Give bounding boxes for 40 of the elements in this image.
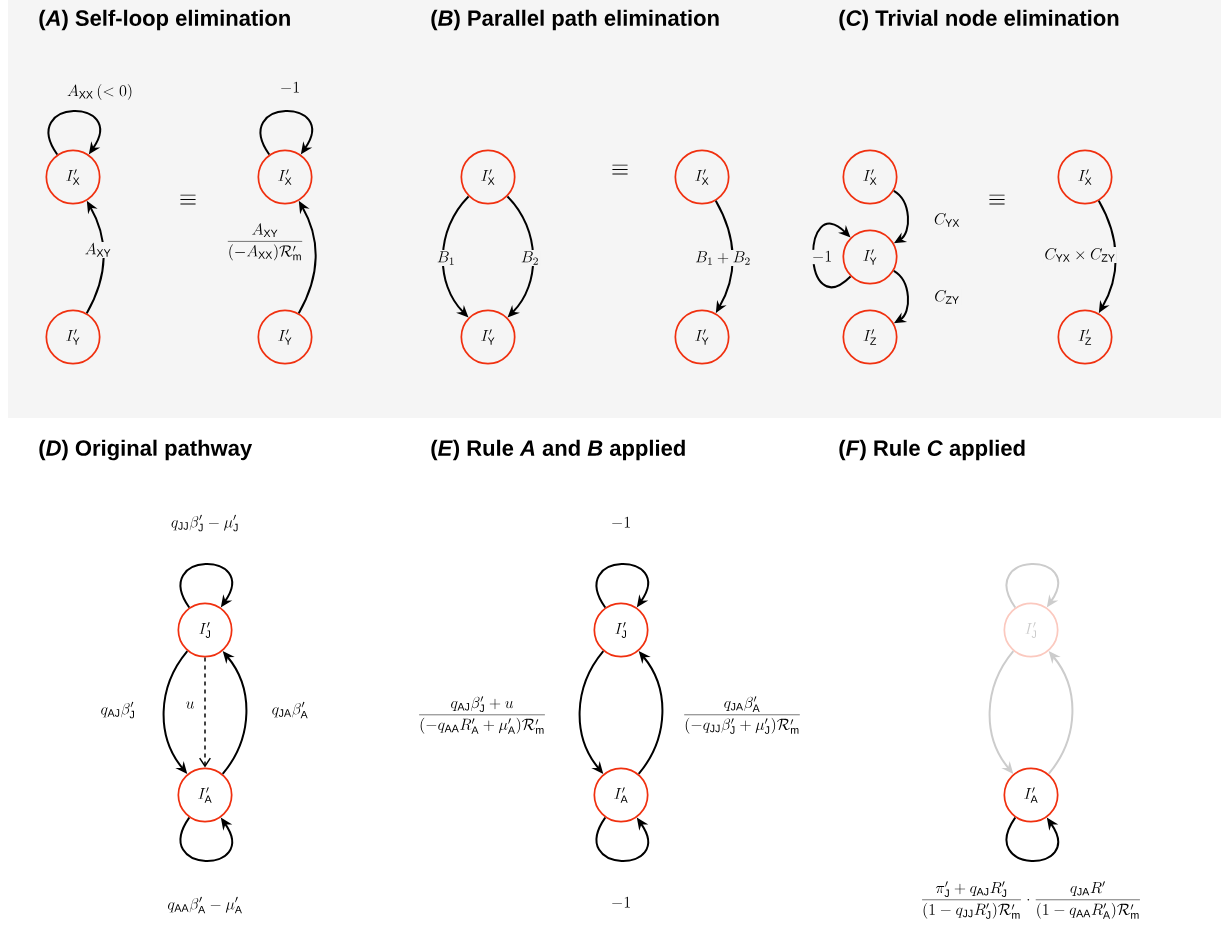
edge-label: $\frac{A_{\mathrm{XY}}}{(-A_{\mathrm{XX}})\mathcal{R}'_{\mathrm{m}}}$ — [224, 222, 306, 262]
loop-arrow — [259, 110, 313, 156]
edge-label: $q_{\mathrm{AA}}\beta'_{\mathrm{A}}-\mu'_{\mathrm{A}}$ — [166, 895, 244, 915]
curved-arrow — [578, 650, 605, 774]
edge-label: $B_1$ — [435, 250, 457, 266]
loop-arrow — [1005, 563, 1059, 609]
panel-title: (F) Rule C applied — [839, 439, 1025, 461]
edge-label: $C_{\mathrm{YX}}$ — [932, 212, 962, 228]
panel-title: (D) Original pathway — [39, 439, 253, 461]
edge-label: $\frac{q_{\mathrm{JA}}\beta'_{\mathrm{A}}}{(-q_{\mathrm{JJ}}\beta'_{\mathrm{J}}+\mu'_{\mathrm{J}})\mathcal{R}'_{\mathrm{m}}}$ — [681, 694, 803, 736]
edge-label: $q_{\mathrm{JJ}}\beta'_{\mathrm{J}}-\mu'_{\mathrm{J}}$ — [169, 513, 241, 533]
edge-label: $A_{\mathrm{XY}}$ — [83, 242, 113, 258]
edge-label: $u$ — [184, 700, 196, 710]
edge-label: $\frac{q_{\mathrm{AJ}}\beta'_{\mathrm{J}}+u}{(-q_{\mathrm{AA}}R'_{\mathrm{A}}+\mu'_{\mathrm{A}})\mathcal{R}'_{\mathrm{m}}}$ — [416, 694, 548, 736]
curved-arrow — [162, 650, 189, 774]
edge-label: $q_{\mathrm{AJ}}\beta'_{\mathrm{J}}$ — [99, 700, 137, 720]
panel-title: (B) Parallel path elimination — [431, 9, 719, 31]
loop-arrow — [812, 222, 852, 289]
loop-arrow — [1005, 816, 1059, 862]
equivalence-sign: $\equiv$ — [612, 164, 628, 175]
loop-arrow — [595, 563, 649, 609]
edge-label: $q_{\mathrm{JA}}\beta'_{\mathrm{A}}$ — [270, 700, 310, 720]
edge-label: $C_{\mathrm{ZY}}$ — [932, 289, 962, 305]
panel-title: (A) Self-loop elimination — [39, 9, 290, 31]
edge-label: $-1$ — [609, 895, 633, 911]
loop-arrow — [47, 110, 101, 156]
loop-arrow — [179, 816, 233, 862]
dashed-arrow — [198, 656, 212, 768]
edge-label: $C_{\mathrm{YX}}\times C_{\mathrm{ZY}}$ — [1043, 247, 1117, 263]
equivalence-sign: $\equiv$ — [180, 194, 196, 205]
edge-label: $B_2$ — [519, 250, 541, 266]
equivalence-sign: $\equiv$ — [989, 194, 1005, 205]
edge-label: $-1$ — [609, 515, 633, 531]
curved-arrow — [988, 650, 1015, 774]
loop-arrow — [179, 563, 233, 609]
edge-label: $B_1+B_2$ — [693, 250, 753, 266]
panel-title: (E) Rule A and B applied — [431, 439, 685, 461]
edge-label: $\frac{\pi'_{\mathrm{J}}+q_{\mathrm{AJ}}R'_{\mathrm{J}}}{(1-q_{\mathrm{JJ}}R'_{\mathrm{J}})\mathcal{R}'_{\mathrm{m}}}\cdot\frac{q_{\mathrm{JA}}R'}{(1-q_{\mathrm{AA}}R'_{\mathrm{A}})\mathcal{R}'_{\mathrm{m}}}$ — [919, 879, 1143, 921]
loop-arrow — [595, 816, 649, 862]
panel-title: (C) Trivial node elimination — [839, 9, 1119, 31]
